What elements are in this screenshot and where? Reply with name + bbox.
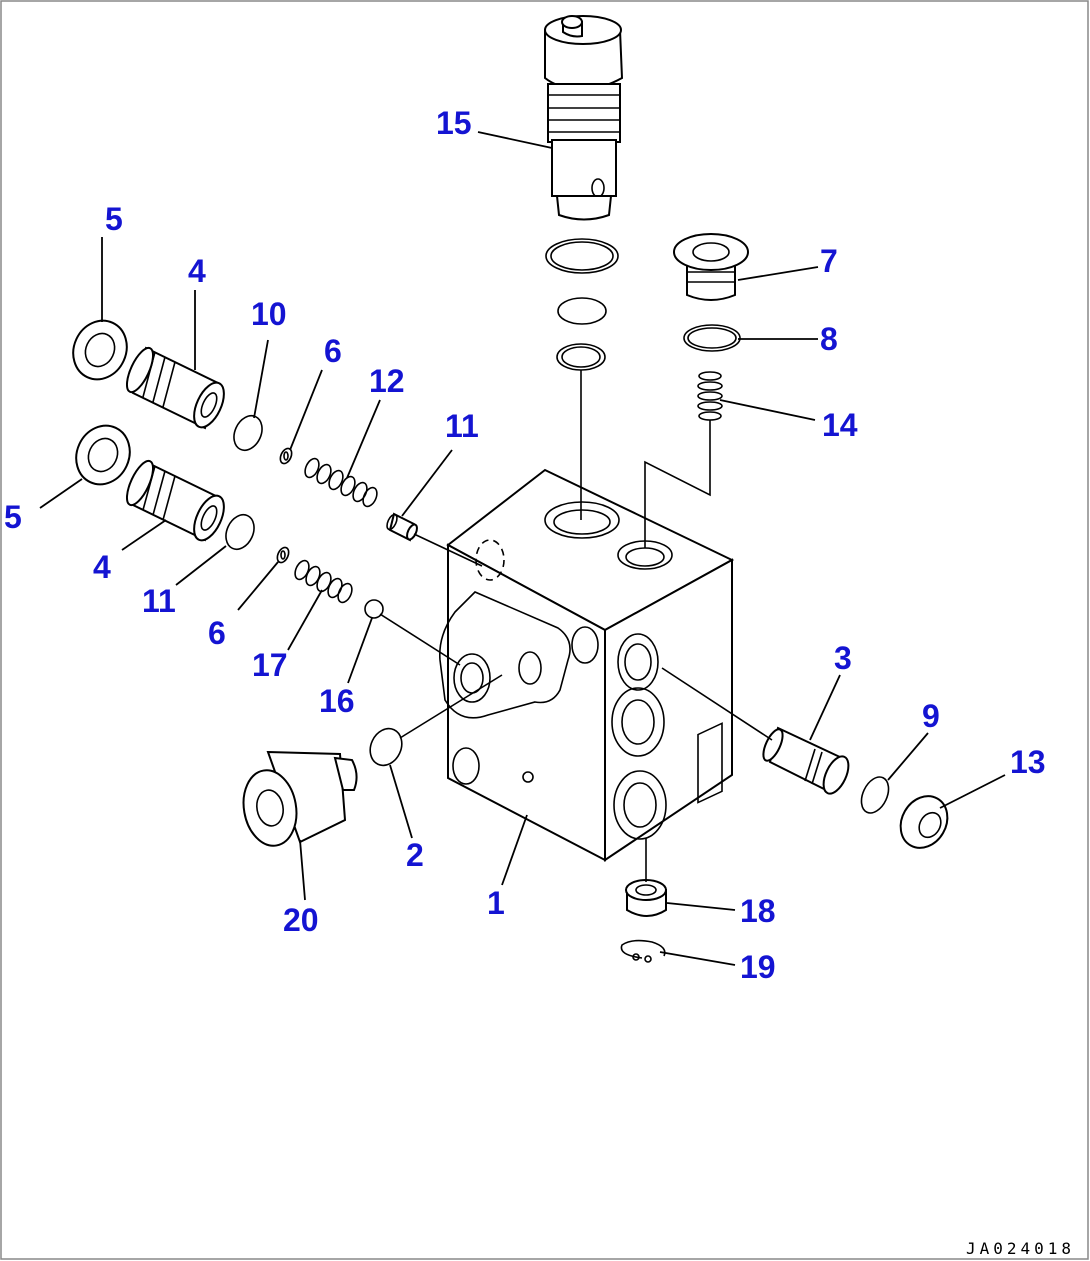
- part-seal-ring-upper: [545, 238, 619, 274]
- callout-9: 13: [1010, 744, 1046, 780]
- part-17-cartridge-valve: [544, 15, 624, 221]
- callout-7: 7: [820, 243, 838, 279]
- callout-17: 15: [436, 105, 472, 141]
- part-11-disc-upper: [233, 414, 263, 452]
- part-8-o-ring: [683, 324, 741, 352]
- callout-5-lower: 5: [4, 499, 22, 535]
- callout-15: 17: [252, 647, 288, 683]
- part-7-plug: [673, 233, 749, 301]
- part-11-disc-lower: [225, 513, 255, 551]
- part-1-valve-body: [438, 468, 735, 862]
- part-2-disc: [369, 727, 403, 767]
- callout-11-lower: 11: [142, 583, 176, 619]
- callout-4-upper: 4: [188, 253, 206, 289]
- part-3-check-valve: [762, 726, 850, 795]
- part-10-disc: [860, 776, 890, 814]
- part-13-spring: [304, 457, 378, 508]
- part-18-collar: [625, 879, 667, 917]
- callout-14: 16: [319, 683, 355, 719]
- part-15-spring: [294, 559, 353, 604]
- part-19-snap-ring: [620, 939, 666, 963]
- callout-12: 11: [445, 408, 479, 444]
- callout-3: 3: [834, 640, 852, 676]
- callout-11-upper: 10: [251, 296, 287, 332]
- part-9-plug: [899, 795, 949, 849]
- callout-10: 9: [922, 698, 940, 734]
- callout-6-upper: 6: [324, 333, 342, 369]
- part-seal-ring-lower: [556, 343, 606, 371]
- callout-8: 8: [820, 321, 838, 357]
- callout-6-lower: 6: [208, 615, 226, 651]
- callout-20: 20: [283, 902, 319, 938]
- callout-19: 19: [740, 949, 776, 985]
- part-4-sleeve-lower: [125, 459, 225, 542]
- callout-18: 18: [740, 893, 776, 929]
- part-6-washer-upper: [279, 447, 293, 465]
- callout-labels: 15 7 8 14 5 4 10 6 12 11 5 4 11 6 17 16 …: [4, 105, 1046, 985]
- callout-4-lower: 4: [93, 549, 111, 585]
- part-20-fitting: [242, 750, 358, 847]
- assembly-lines: [379, 370, 773, 882]
- part-5-nut-lower: [75, 424, 131, 486]
- part-12-pin: [386, 512, 418, 542]
- part-6-washer-lower: [276, 546, 290, 564]
- part-seal-ring-middle: [557, 297, 607, 325]
- callout-5-upper: 5: [105, 201, 123, 237]
- diagram-code: JA024018: [966, 1239, 1075, 1258]
- part-5-nut-upper: [72, 319, 128, 381]
- part-4-sleeve-upper: [125, 346, 225, 430]
- callout-1: 1: [487, 885, 505, 921]
- leader-lines: [39, 131, 1006, 966]
- part-14-ball: [364, 599, 384, 619]
- callout-16: 14: [822, 407, 858, 443]
- callout-13: 12: [369, 363, 405, 399]
- part-16-spring: [697, 371, 723, 421]
- callout-2: 2: [406, 837, 424, 873]
